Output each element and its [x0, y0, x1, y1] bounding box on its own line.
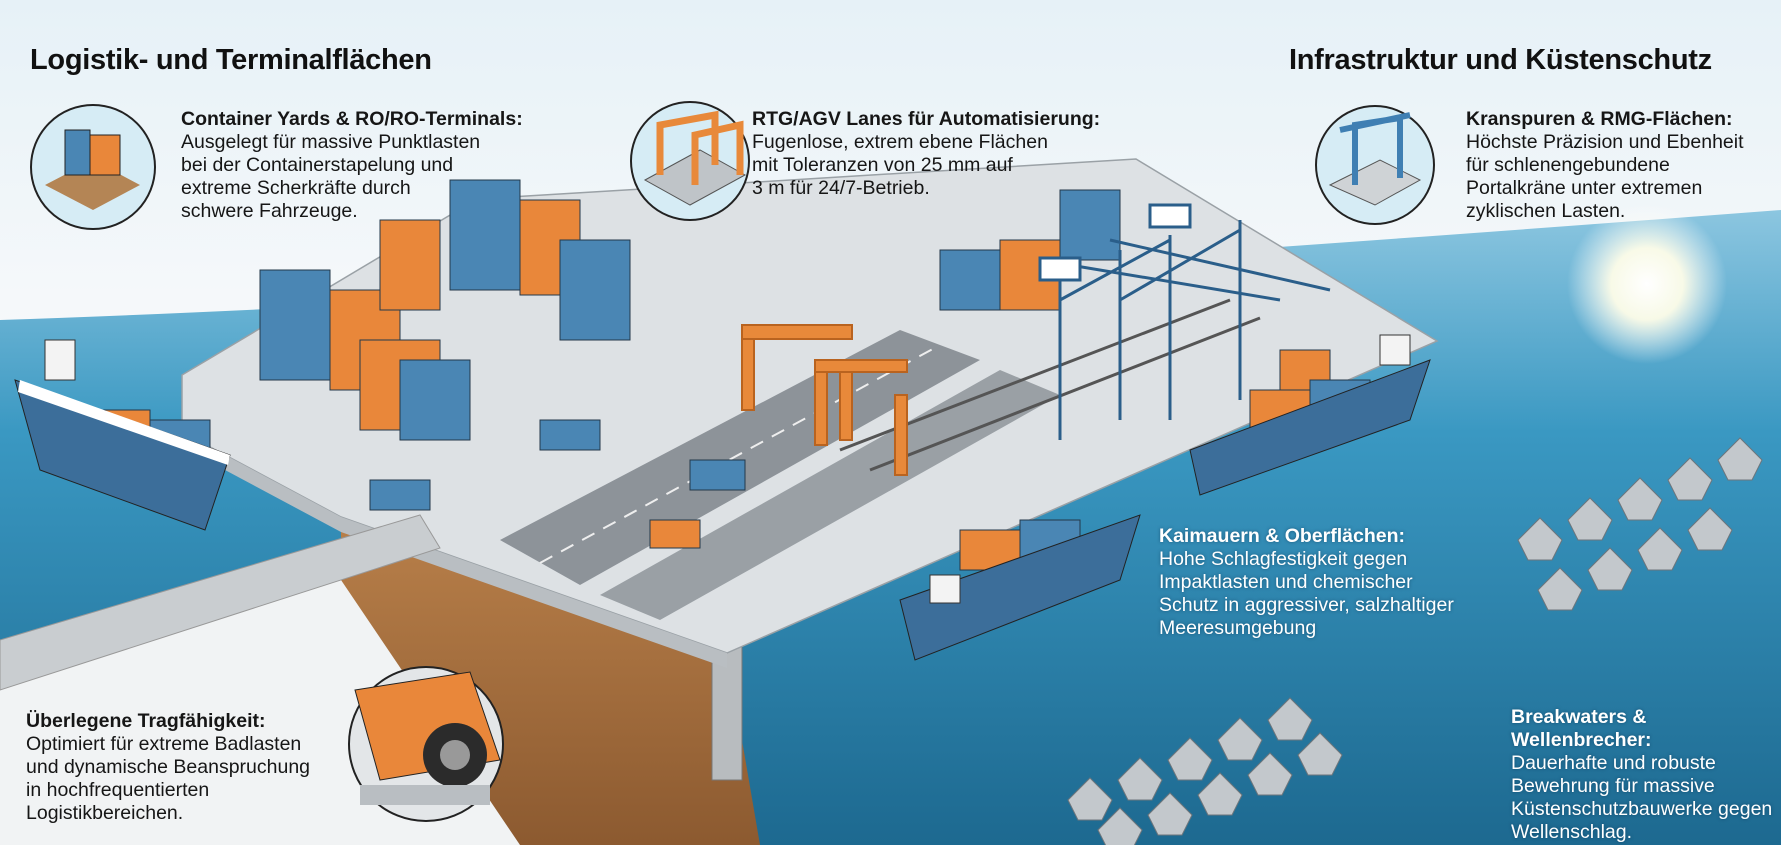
container-stack	[259, 269, 331, 381]
callout-line: Optimiert für extreme Badlasten	[26, 733, 302, 755]
callout-line: Ausgelegt für massive Punktlasten	[181, 131, 481, 153]
callout-line: Portalkräne unter extremen	[1466, 177, 1703, 199]
callout-line: schwere Fahrzeuge.	[181, 200, 358, 222]
sts-cranes	[1038, 203, 1331, 440]
tetrapod	[1637, 527, 1683, 571]
platform-edge	[182, 432, 727, 668]
callout-line: Hohe Schlagfestigkeit gegen	[1159, 548, 1408, 570]
tetrapod	[1147, 792, 1193, 836]
callout-line: Logistikbereichen.	[26, 802, 184, 824]
callout-heading: Container Yards & RO/RO-Terminals:	[181, 108, 523, 130]
detail-circle-container-yard	[30, 104, 156, 230]
callout-heading: Breakwaters &	[1511, 706, 1647, 728]
tetrapod	[1667, 457, 1713, 501]
container-stack	[369, 479, 431, 511]
tetrapod	[1567, 497, 1613, 541]
callout-line: Schutz in aggressiver, salzhaltiger	[1159, 594, 1454, 616]
callout-heading: RTG/AGV Lanes für Automatisierung:	[752, 108, 1101, 130]
callout-line: in hochfrequentierten	[26, 779, 210, 801]
access-road	[0, 514, 441, 691]
quay-wall	[341, 517, 760, 845]
detail-circle-rtg-lanes	[630, 101, 750, 221]
callout-line: Meeresumgebung	[1159, 617, 1317, 639]
container-stack	[379, 219, 441, 311]
callout-line: Dauerhafte und robuste	[1511, 752, 1716, 774]
tetrapod	[1587, 547, 1633, 591]
tetrapod	[1217, 717, 1263, 761]
tetrapod	[1717, 437, 1763, 481]
callout-line: Fugenlose, extrem ebene Flächen	[752, 131, 1048, 153]
container-stack	[539, 419, 601, 451]
callout-line: bei der Containerstapelung und	[181, 154, 454, 176]
container-stack	[689, 459, 746, 491]
breakwaters	[1067, 437, 1763, 845]
callout-line: 3 m für 24/7-Betrieb.	[752, 177, 930, 199]
callout-heading-2: Wellenbrecher:	[1511, 729, 1652, 751]
callout-heading: Kaimauern & Oberflächen:	[1159, 525, 1405, 547]
callout-line: für schlenengebundene	[1466, 154, 1670, 176]
tetrapod	[1247, 752, 1293, 796]
rtg-cranes	[741, 324, 908, 476]
section-title-left: Logistik- und Terminalflächen	[30, 44, 432, 76]
section-title-right: Infrastruktur und Küstenschutz	[1289, 44, 1712, 76]
detail-circle-heavy-load	[348, 666, 504, 822]
callout-breakwaters: Breakwaters & Wellenbrecher: Dauerhafte …	[1511, 706, 1772, 844]
ship-right	[1189, 334, 1431, 496]
detail-circle-crane-rails	[1315, 105, 1435, 225]
callout-line: Höchste Präzision und Ebenheit	[1466, 131, 1744, 153]
tetrapod	[1517, 517, 1563, 561]
container-stack	[559, 239, 631, 341]
tetrapod	[1687, 507, 1733, 551]
tetrapod	[1537, 567, 1583, 611]
callout-kaimauern: Kaimauern & Oberflächen: Hohe Schlagfest…	[1159, 525, 1454, 640]
callout-line: zyklischen Lasten.	[1466, 200, 1626, 222]
container-stack	[649, 519, 701, 549]
tetrapod	[1197, 772, 1243, 816]
callout-line: Küstenschutzbauwerke gegen	[1511, 798, 1773, 820]
ship-middle	[899, 514, 1141, 661]
tetrapod	[1167, 737, 1213, 781]
ship-left	[14, 339, 231, 531]
container-stack	[1059, 189, 1121, 261]
callout-line: mit Toleranzen von 25 mm auf	[752, 154, 1013, 176]
tetrapod	[1067, 777, 1113, 821]
callout-line: extreme Scherkräfte durch	[181, 177, 411, 199]
tetrapod	[1297, 732, 1343, 776]
callout-heading: Überlegene Tragfähigkeit:	[26, 710, 266, 732]
callout-rtg-agv: RTG/AGV Lanes für Automatisierung: Fugen…	[752, 108, 1100, 200]
sun	[1567, 204, 1727, 364]
container-stack	[939, 249, 1001, 311]
tetrapod	[1617, 477, 1663, 521]
tetrapod	[1117, 757, 1163, 801]
container-stack	[449, 179, 521, 291]
callout-container-yards: Container Yards & RO/RO-Terminals: Ausge…	[181, 108, 523, 223]
callout-kranspuren: Kranspuren & RMG-Flächen: Höchste Präzis…	[1466, 108, 1744, 223]
container-stack	[399, 359, 471, 441]
callout-line: und dynamische Beanspruchung	[26, 756, 311, 778]
callout-line: Bewehrung für massive	[1511, 775, 1715, 797]
tetrapod	[1097, 807, 1143, 845]
tetrapod	[1267, 697, 1313, 741]
callout-line: Impaktlasten und chemischer	[1159, 571, 1413, 593]
callout-tragfaehigkeit: Überlegene Tragfähigkeit: Optimiert für …	[26, 710, 310, 825]
callout-heading: Kranspuren & RMG-Flächen:	[1466, 108, 1733, 130]
callout-line: Wellenschlag.	[1511, 821, 1633, 843]
